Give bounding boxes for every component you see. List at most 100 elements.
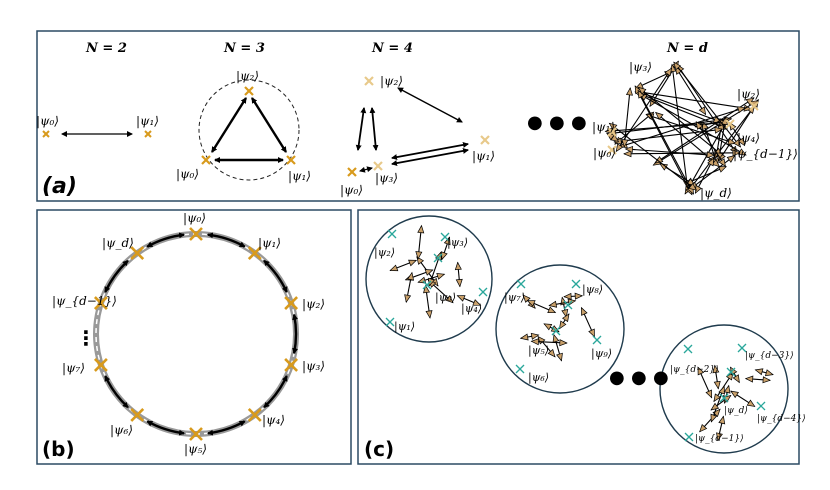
state-label: |ψ_{d−2}⟩ — [670, 365, 719, 375]
x-stroke — [592, 335, 602, 345]
transition-arrow — [454, 261, 463, 288]
x-marker-icon — [189, 227, 203, 241]
transition-arrow — [608, 122, 698, 191]
state-label: |ψ₃⟩ — [447, 236, 468, 250]
x-stroke — [387, 229, 397, 239]
panel-b: |ψ₀⟩ |ψ₁⟩ |ψ₂⟩ |ψ₃⟩ |ψ₄⟩ |ψ₅⟩ |ψ₆⟩ |ψ₇⟩ … — [42, 211, 325, 461]
arrow-head — [547, 348, 556, 358]
state-label: |ψ_d⟩ — [724, 406, 748, 416]
arrow-head — [441, 251, 448, 261]
x-stroke — [683, 344, 693, 354]
x-marker-icon — [373, 161, 383, 171]
arrow-head — [699, 423, 708, 433]
transition-arrow — [712, 364, 721, 390]
state-label: |ψ₁⟩ — [258, 236, 281, 250]
arrow-head — [746, 399, 756, 407]
x-stroke — [684, 432, 694, 442]
x-marker-icon — [385, 317, 395, 327]
x-marker-icon — [478, 287, 488, 297]
x-marker-icon — [571, 279, 581, 289]
arrow-shaft — [637, 91, 752, 110]
state-label: |ψ₁⟩ — [472, 149, 495, 163]
transition-arrow — [391, 141, 469, 161]
arrow-head — [428, 277, 435, 287]
arrow-shaft — [609, 122, 697, 191]
transition-arrow — [559, 313, 570, 330]
x-stroke — [563, 300, 573, 310]
x-marker-icon — [189, 427, 203, 441]
arrow-head — [710, 402, 720, 411]
arrow-head — [698, 106, 707, 116]
arrow-head — [716, 432, 723, 442]
arrow-head — [711, 159, 721, 168]
arrow-head — [710, 413, 718, 423]
arrow-shaft — [674, 66, 707, 115]
arrow-head — [762, 376, 771, 384]
arrow-head — [443, 236, 451, 246]
panel-c: |ψ₀⟩ |ψ₁⟩ |ψ₂⟩ |ψ₃⟩ |ψ₄⟩ |ψ₅⟩ |ψ₆⟩ |ψ₇⟩ … — [364, 215, 806, 461]
state-label: |ψ₅⟩ — [528, 344, 549, 358]
arrow-shaft — [634, 85, 693, 195]
transition-arrow — [397, 87, 463, 123]
state-label: |ψ₀⟩ — [36, 114, 59, 128]
transition-arrow — [250, 97, 288, 153]
x-marker-icon — [749, 101, 759, 111]
n3-diagram: |ψ₂⟩ |ψ₀⟩ |ψ₁⟩ — [176, 69, 311, 183]
arrow-head — [472, 299, 482, 306]
state-label: |ψ₃⟩ — [629, 60, 652, 74]
transition-arrow — [263, 259, 288, 293]
x-stroke — [247, 246, 262, 261]
x-stroke — [516, 279, 526, 289]
state-label: |ψ₄⟩ — [461, 302, 482, 316]
arrow-shaft — [695, 121, 726, 167]
x-stroke — [515, 364, 525, 374]
state-label: |ψ₇⟩ — [62, 361, 85, 375]
state-label: |ψ₄⟩ — [737, 131, 760, 145]
arrow-head — [688, 182, 698, 191]
state-label: |ψ₈⟩ — [582, 283, 603, 297]
x-marker-icon — [286, 155, 296, 165]
state-label: |ψ₂⟩ — [380, 74, 403, 88]
x-stroke — [130, 407, 145, 422]
arrow-head — [543, 323, 553, 331]
transition-arrow — [697, 366, 713, 399]
state-label: |ψ₂⟩ — [302, 297, 325, 311]
transition-arrow — [389, 259, 418, 272]
x-stroke — [422, 280, 432, 290]
x-marker-icon — [607, 145, 617, 155]
dashed-ring — [198, 79, 300, 181]
arrow-shaft — [605, 121, 728, 132]
arrow-head — [407, 271, 415, 281]
header-n4: N = 4 — [371, 41, 413, 56]
arrow-head — [563, 292, 572, 300]
arrow-head — [519, 333, 529, 341]
transition-arrow — [710, 394, 732, 411]
arrow-head — [695, 121, 704, 130]
panel-a-border — [36, 30, 800, 202]
arrow-head — [737, 137, 746, 147]
transition-arrow — [456, 295, 482, 306]
arrow-head — [526, 300, 536, 307]
arrow-head — [718, 385, 726, 395]
arrow-head — [561, 309, 569, 318]
n4-diagram: |ψ₂⟩ |ψ₁⟩ |ψ₀⟩ |ψ₃⟩ — [340, 74, 495, 197]
arrow-shaft — [634, 91, 728, 130]
arrow-head — [425, 310, 433, 319]
state-label: |ψ₀⟩ — [340, 183, 363, 197]
x-stroke — [737, 343, 747, 353]
x-stroke — [551, 326, 561, 336]
transition-arrow — [526, 300, 557, 314]
arrow-head — [655, 111, 664, 120]
panel-b-border — [36, 209, 352, 465]
transition-arrow — [359, 166, 373, 173]
arrow-head — [707, 157, 715, 167]
arrow-head — [726, 155, 736, 163]
panel-label: (a) — [42, 174, 77, 199]
state-label: |ψ₉⟩ — [591, 347, 612, 361]
arrow-head — [713, 393, 721, 403]
arrow-shaft — [637, 90, 694, 195]
header-n2: N = 2 — [85, 41, 127, 56]
arrow-head — [718, 166, 727, 173]
transition-arrow — [624, 145, 716, 159]
